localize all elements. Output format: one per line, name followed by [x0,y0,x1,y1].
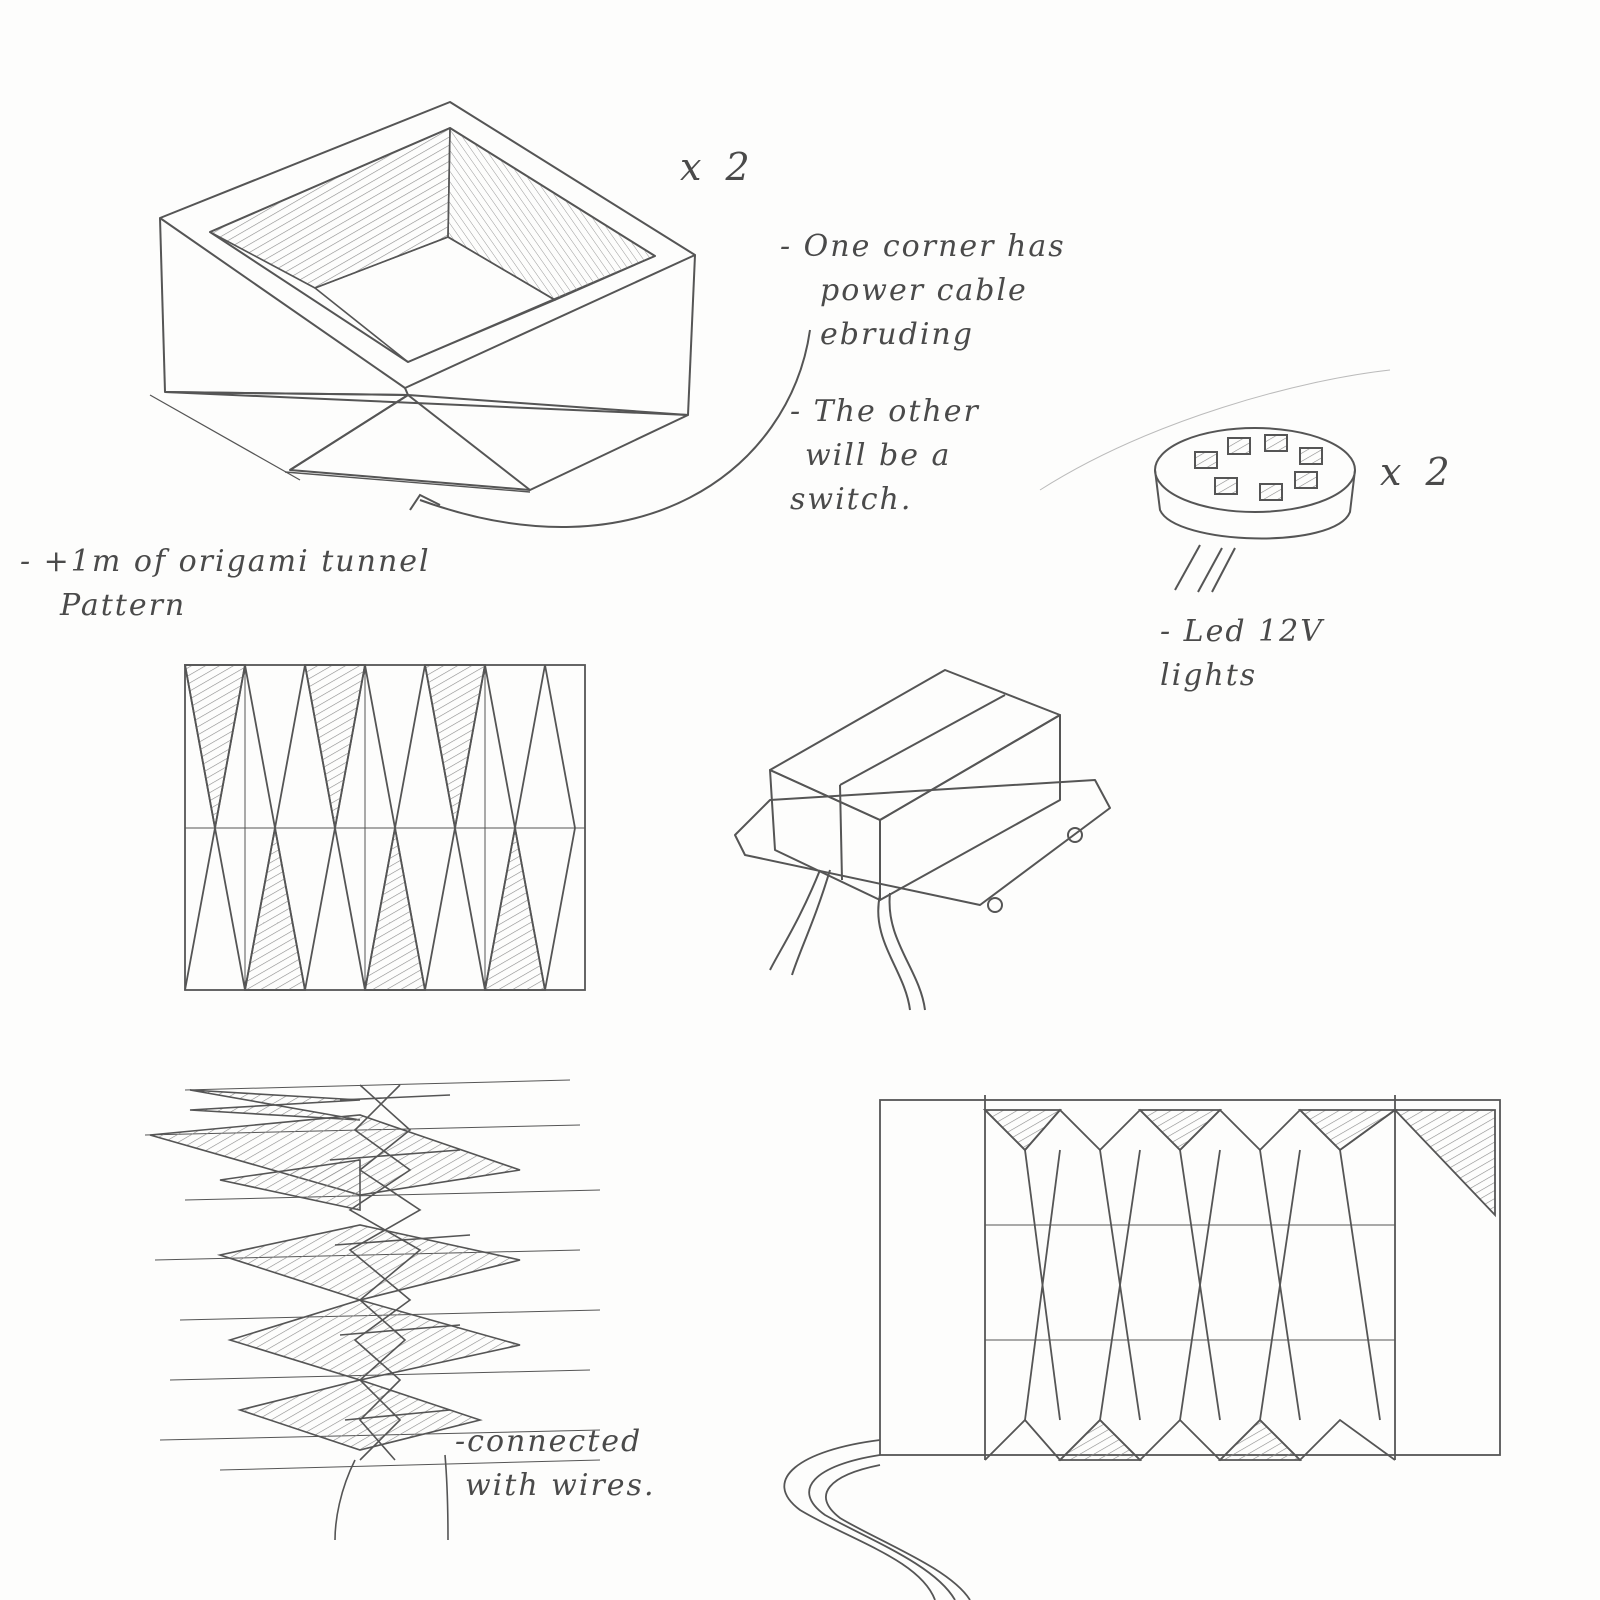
box-power-cable-note: - One corner has power cable ebruding [780,225,1066,357]
power-box-sketch [734,669,1111,1011]
led-ring-sketch [1039,369,1391,593]
note-line: Pattern [60,588,187,623]
annotation-arrow [409,329,811,528]
wires-connection-note: -connected with wires. [455,1420,656,1508]
led-multiplier-label: x 2 [1380,450,1456,494]
note-line: power cable [820,273,1028,308]
note-line: with wires. [465,1468,656,1503]
note-line: lights [1160,658,1258,693]
led-lights-note: - Led 12V lights [1160,610,1324,698]
box-multiplier-label: x 2 [680,145,756,189]
assembled-tunnel-sketch [783,1095,1501,1600]
square-box-sketch [149,101,696,493]
origami-tunnel-note: - +1m of origami tunnel Pattern [20,540,431,628]
note-line: - The other [790,394,980,429]
note-line: will be a [805,438,952,473]
note-line: - +1m of origami tunnel [20,544,431,579]
note-line: switch. [790,482,913,517]
note-line: ebruding [820,317,974,352]
note-line: -connected [455,1424,643,1459]
note-line: - Led 12V [1160,614,1324,649]
origami-pattern-flat [183,664,586,991]
tunnel-wired-sketch [144,1079,601,1541]
box-switch-note: - The other will be a switch. [790,390,980,522]
note-line: - One corner has [780,229,1066,264]
